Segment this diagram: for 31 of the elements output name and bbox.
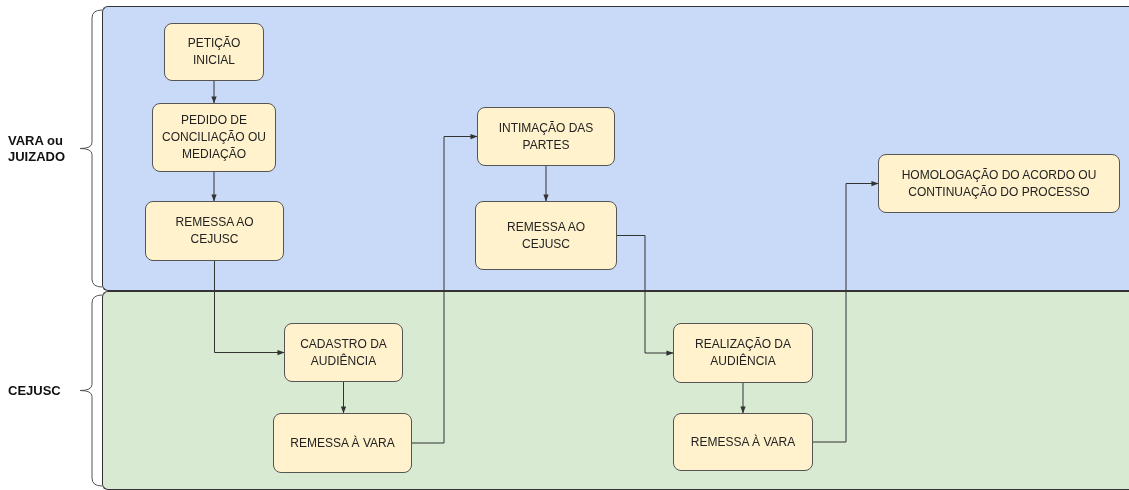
arrow: [340, 381, 347, 414]
box-text: INTIMAÇÃO DAS PARTES: [497, 119, 595, 154]
box-text: REMESSA À VARA: [690, 433, 796, 451]
box-text: CADASTRO DA AUDIÊNCIA: [299, 335, 388, 370]
arrow: [740, 382, 746, 414]
process-box: [164, 23, 264, 81]
box-text: PETIÇÃO INICIAL: [186, 35, 242, 69]
lane-label: VARA ou JUIZADO: [8, 132, 67, 165]
process-box: [475, 201, 617, 270]
box-text: REMESSA AO CEJUSC: [506, 218, 586, 253]
arrow: [214, 260, 285, 356]
box-text: PEDIDO DE CONCILIAÇÃO OU MEDIAÇÃO: [161, 112, 267, 163]
box-text: REMESSA À VARA: [290, 434, 395, 452]
process-box: [273, 413, 412, 473]
box-text: REMESSA AO CEJUSC: [174, 214, 255, 248]
process-box: [145, 201, 284, 261]
box-text: REALIZAÇÃO DA AUDIÊNCIA: [694, 336, 792, 370]
arrow: [211, 80, 217, 104]
arrow: [211, 171, 217, 202]
process-box: [477, 107, 615, 166]
process-box: [673, 323, 813, 383]
process-box: [878, 154, 1120, 213]
arrow: [616, 235, 674, 356]
process-box: [284, 323, 403, 382]
arrow: [812, 180, 879, 443]
process-box: [152, 103, 276, 172]
lane-label: CEJUSC: [8, 382, 62, 399]
arrow: [543, 165, 549, 202]
box-text: HOMOLOGAÇÃO DO ACORDO OU CONTINUAÇÃO DO PROCESSO: [900, 166, 1098, 201]
process-box: [673, 413, 813, 471]
arrow: [411, 133, 478, 444]
